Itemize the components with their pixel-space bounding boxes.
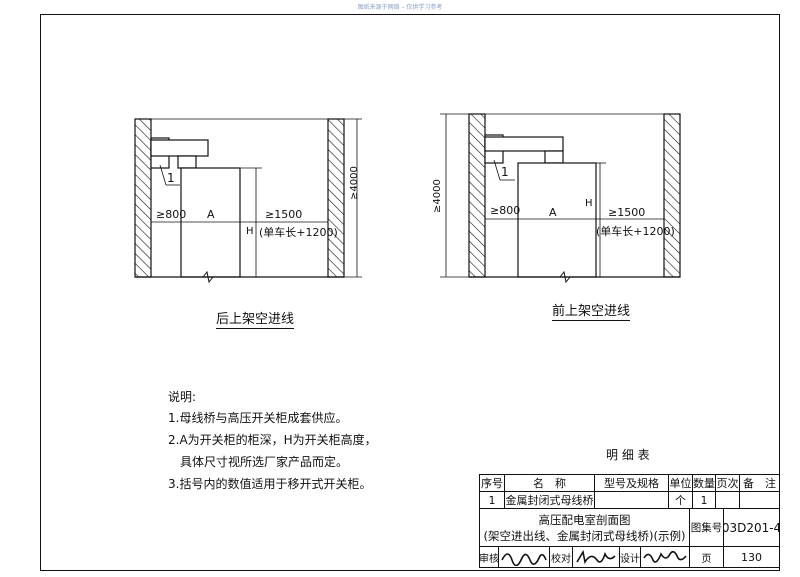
left-wall	[468, 113, 486, 278]
dim-cabinet-height: H	[585, 198, 593, 209]
atlas-label: 图集号	[689, 508, 724, 547]
page-number: 130	[723, 546, 780, 568]
dim-rear-clearance: ≥1500	[265, 208, 303, 221]
bus-bridge	[150, 137, 209, 169]
table-header-cell: 备 注	[739, 474, 780, 492]
dim-rear-note: (单车长+1200)	[596, 225, 675, 238]
page-label: 页	[689, 546, 724, 568]
notes-heading: 说明:	[168, 390, 197, 404]
signature-scribble	[576, 549, 616, 565]
dim-cabinet-depth: A	[549, 206, 557, 219]
table-header-cell: 页次	[715, 474, 740, 492]
check-label: 校对	[549, 546, 573, 568]
check-signature	[572, 546, 620, 568]
diagram-caption: 前上架空进线	[552, 304, 631, 321]
table-header-cell: 型号及规格	[594, 474, 669, 492]
note-item: 3.括号内的数值适用于移开式开关柜。	[168, 477, 372, 491]
design-label: 设计	[619, 546, 641, 568]
note-item: 1.母线桥与高压开关柜成套供应。	[168, 411, 348, 425]
note-item: 2.A为开关柜的柜深，H为开关柜高度，	[168, 433, 377, 447]
drawing-frame	[40, 14, 780, 571]
drawing-title: 高压配电室剖面图 (架空进出线、金属封闭式母线桥)(示例)	[479, 508, 690, 547]
table-cell: 1	[479, 491, 505, 509]
table-header-cell: 名 称	[504, 474, 595, 492]
signature-scribble	[501, 553, 547, 566]
bus-bridge	[484, 134, 564, 164]
switchgear-cabinet	[517, 162, 597, 278]
diagram-caption: 后上架空进线	[216, 312, 295, 329]
table-cell	[594, 491, 669, 509]
dim-cabinet-depth: A	[207, 208, 215, 221]
dim-front-clearance: ≥800	[156, 208, 187, 221]
design-signature	[640, 546, 690, 568]
table-header-cell: 数量	[692, 474, 716, 492]
dim-rear-clearance: ≥1500	[608, 206, 646, 219]
table-cell: 个	[668, 491, 693, 509]
table-cell	[739, 491, 780, 509]
table-header-cell: 序号	[479, 474, 505, 492]
dim-rear-note: (单车长+1200)	[259, 226, 338, 239]
table-cell	[715, 491, 740, 509]
callout-label: 1	[501, 165, 509, 179]
table-header-cell: 单位	[668, 474, 693, 492]
atlas-number: 03D201-4	[723, 508, 780, 547]
drawing-title-line1: 高压配电室剖面图	[538, 512, 631, 527]
note-item: 具体尺寸视所选厂家产品而定。	[180, 455, 349, 469]
review-signature	[498, 546, 550, 568]
dim-total-height: ≥4000	[432, 179, 443, 213]
table-cell: 1	[692, 491, 716, 509]
dim-cabinet-height: H	[246, 226, 254, 237]
signature-scribble	[643, 550, 687, 563]
callout-label: 1	[167, 171, 175, 185]
table-cell: 金属封闭式母线桥	[504, 491, 595, 509]
drawing-title-line2: (架空进出线、金属封闭式母线桥)(示例)	[483, 528, 686, 543]
header-strip: 图纸来源于网络 – 仅供学习参考	[357, 4, 443, 11]
review-label: 审核	[479, 546, 499, 568]
right-wall	[663, 113, 681, 278]
dim-front-clearance: ≥800	[490, 204, 521, 217]
parts-table-title: 明 细 表	[606, 448, 650, 462]
